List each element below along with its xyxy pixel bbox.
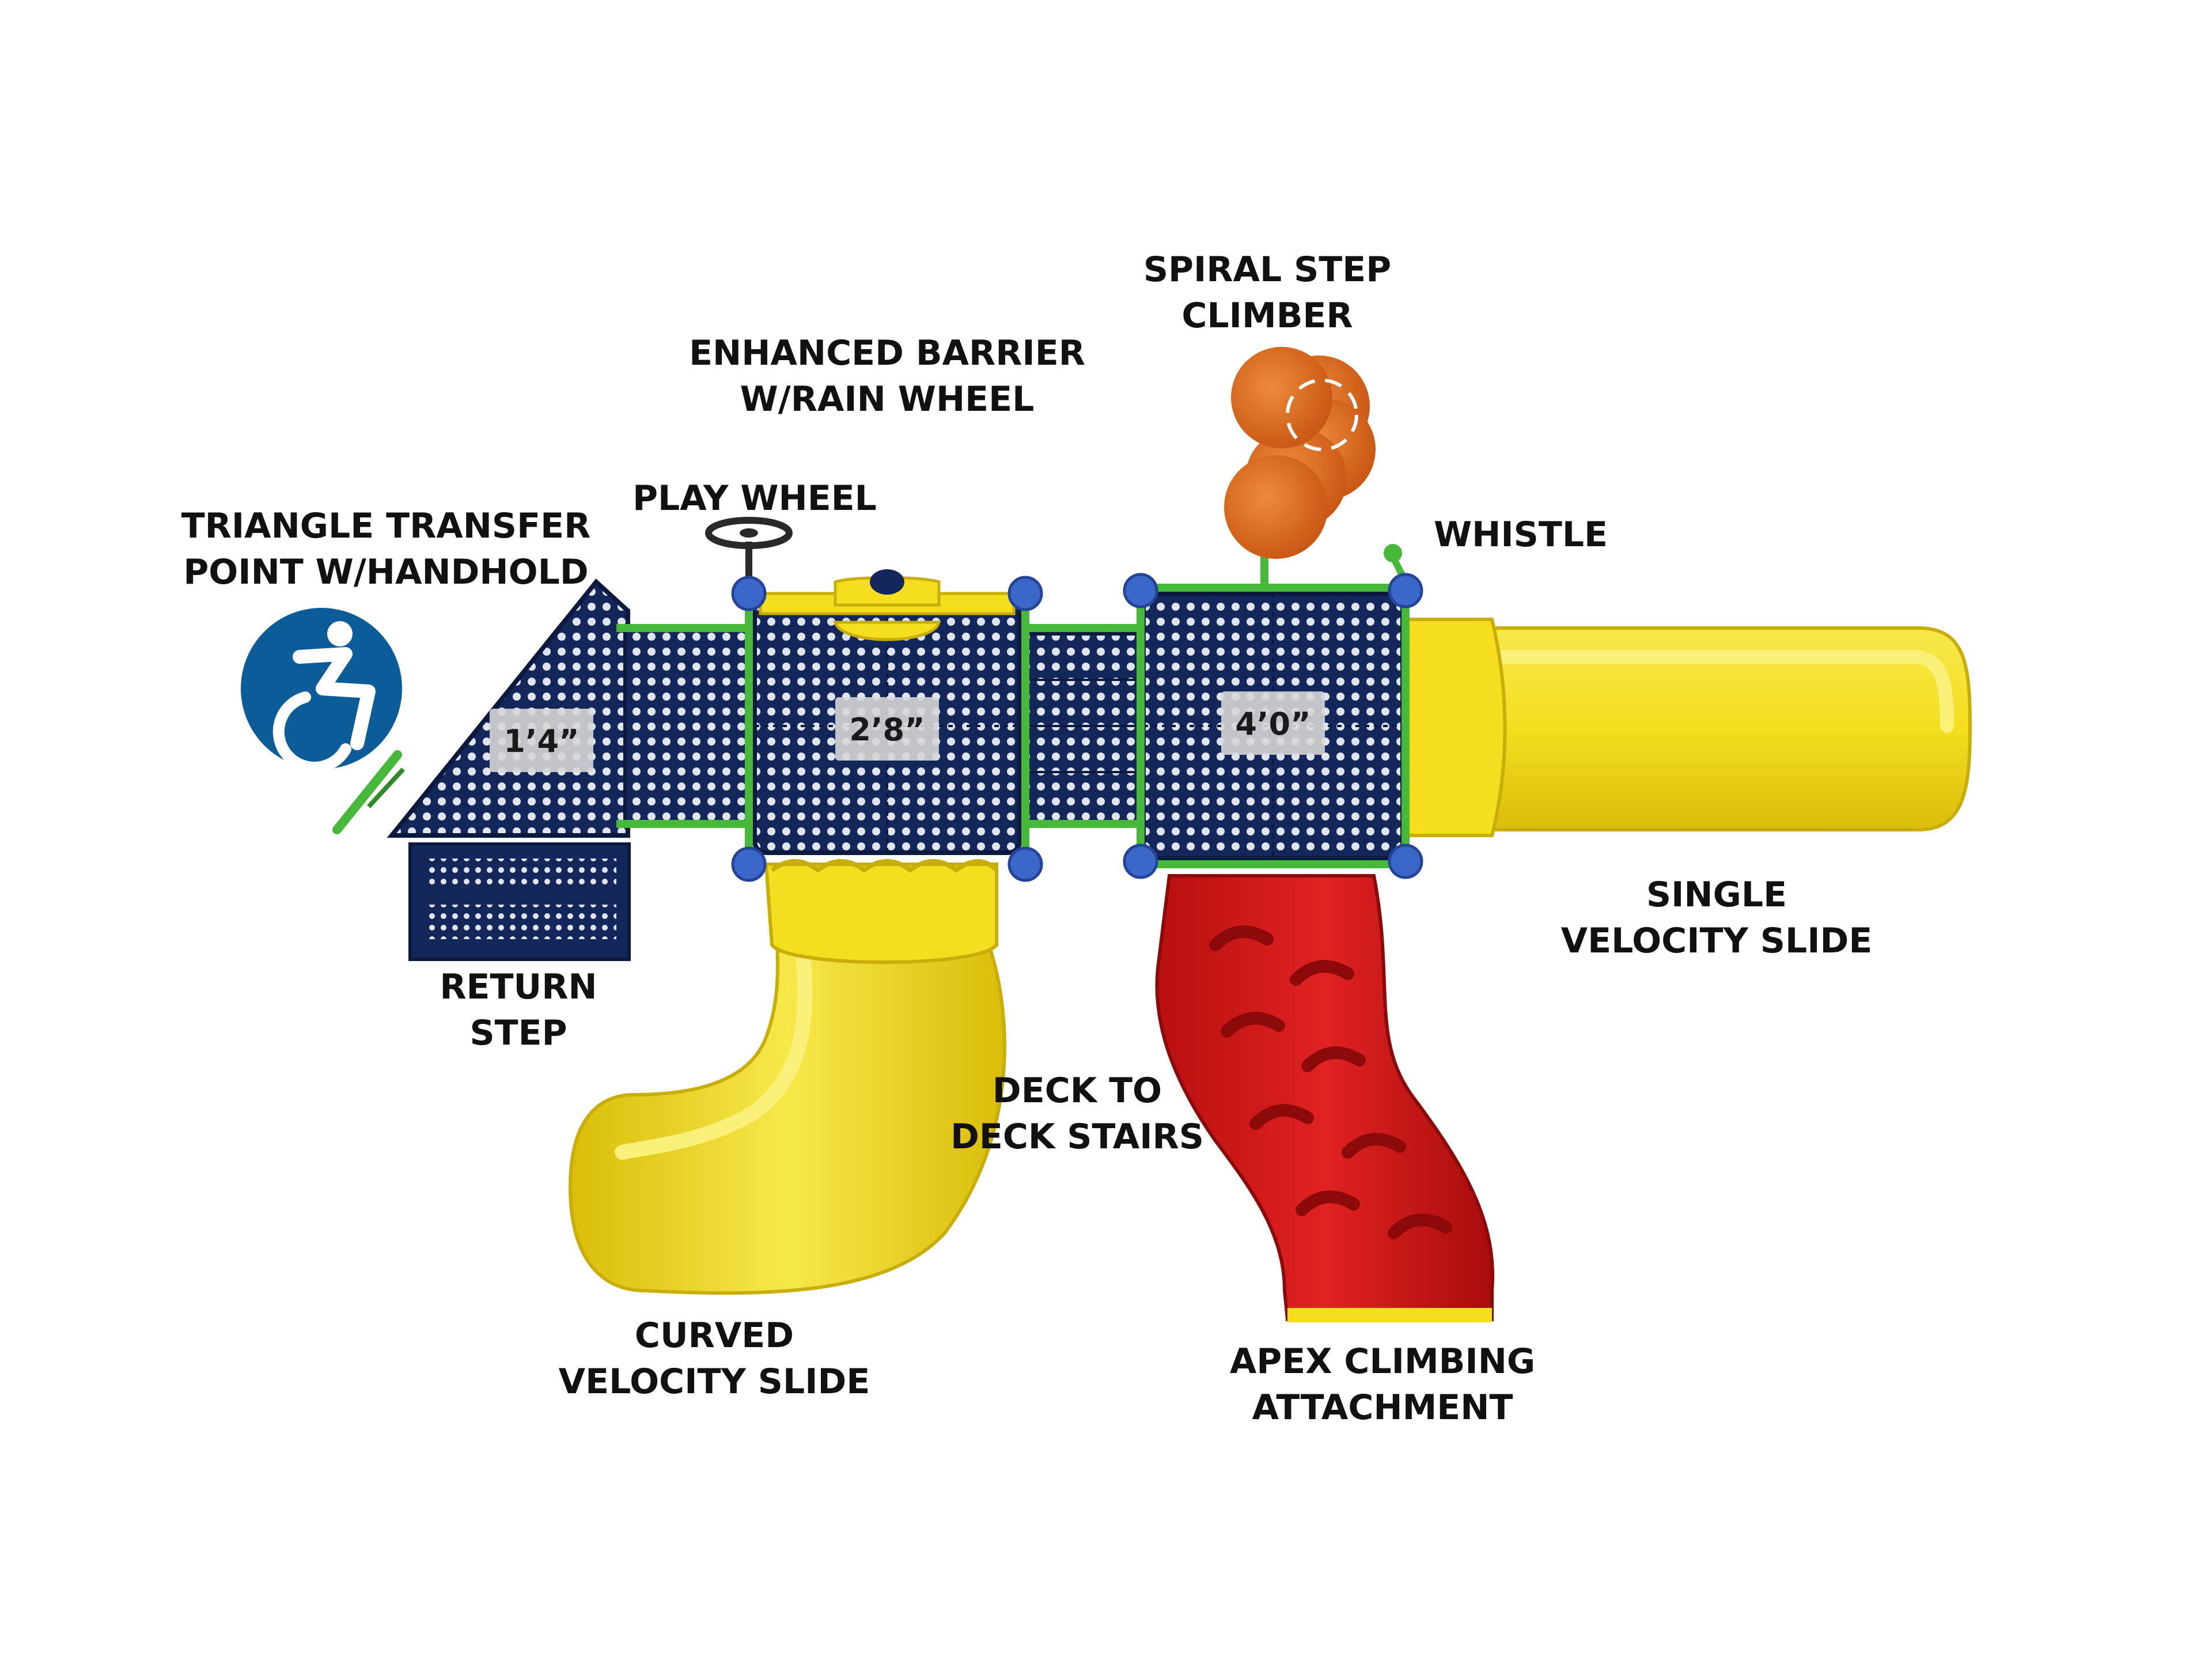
label-spiral-step-climber: SPIRAL STEP CLIMBER: [1143, 249, 1392, 336]
label-whistle: WHISTLE: [1433, 515, 1608, 555]
label-play-wheel: PLAY WHEEL: [632, 478, 877, 519]
rails: [745, 588, 1410, 864]
deck-height-middle: 2’8”: [849, 712, 925, 748]
return-step: [408, 842, 631, 961]
apex-climbing-attachment: [1155, 874, 1494, 1322]
spiral-step-climber: [1224, 347, 1376, 588]
deck-height-middle-box: [835, 697, 939, 761]
deck-height-right: 4’0”: [1235, 706, 1310, 742]
label-single-velocity-slide: SINGLE VELOCITY SLIDE: [1560, 875, 1873, 961]
deck-to-deck-stairs: [1021, 624, 1145, 828]
label-return-step: RETURN STEP: [440, 967, 597, 1053]
bridge-left: [616, 624, 756, 828]
deck-height-triangle: 1’4”: [503, 723, 579, 759]
clamps: [731, 573, 1423, 882]
label-enhanced-barrier: ENHANCED BARRIER W/RAIN WHEEL: [689, 333, 1085, 419]
triangle-transfer-point: 1’4”: [332, 578, 630, 838]
label-deck-to-deck-stairs: DECK TO DECK STAIRS: [950, 1071, 1204, 1157]
deck-right: 4’0”: [1141, 584, 1405, 868]
single-velocity-slide: [1395, 618, 1972, 838]
curved-velocity-slide: [568, 859, 1006, 1295]
label-apex-climbing: APEX CLIMBING ATTACHMENT: [1229, 1341, 1536, 1428]
wheelchair-icon: [241, 608, 402, 773]
play-wheel: [705, 517, 793, 582]
label-triangle-transfer: TRIANGLE TRANSFER POINT W/HANDHOLD: [181, 506, 591, 592]
label-curved-velocity-slide: CURVED VELOCITY SLIDE: [558, 1315, 870, 1402]
enhanced-barrier: [759, 569, 1016, 641]
